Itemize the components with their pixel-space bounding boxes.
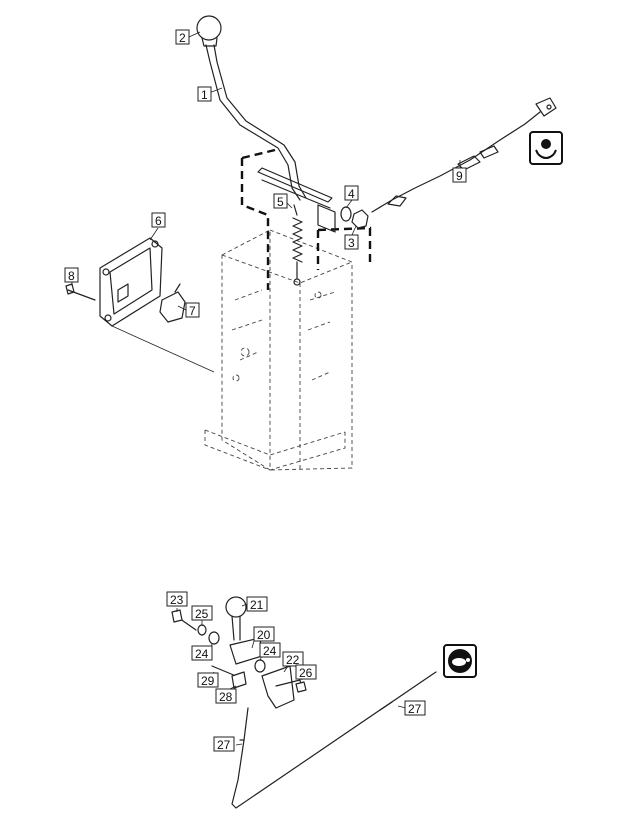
- callout-29: 29: [197, 672, 219, 688]
- callout-3: 3: [344, 234, 359, 250]
- callout-26: 26: [295, 664, 317, 680]
- svg-text:23: 23: [170, 593, 184, 607]
- svg-text:28: 28: [219, 690, 233, 704]
- shift-cable: [371, 97, 557, 213]
- lower-assembly: [171, 596, 437, 809]
- callout-1: 1: [197, 86, 212, 102]
- callout-20: 20: [253, 626, 275, 642]
- bolt: [65, 283, 96, 301]
- svg-text:25: 25: [195, 607, 209, 621]
- svg-text:21: 21: [250, 598, 264, 612]
- callout-2: 2: [175, 29, 190, 45]
- control-rod: [231, 675, 431, 809]
- upper-assembly: [65, 15, 557, 471]
- svg-text:29: 29: [201, 674, 215, 688]
- callout-27b: 27: [404, 700, 426, 716]
- bracket: [261, 665, 295, 709]
- callout-7: 7: [185, 302, 200, 318]
- callout-27a: 27: [213, 736, 235, 752]
- svg-text:9: 9: [456, 169, 463, 183]
- callout-4: 4: [344, 185, 359, 201]
- housing-phantom: [204, 229, 353, 471]
- callout-6: 6: [151, 212, 166, 228]
- callout-5: 5: [273, 193, 288, 209]
- svg-text:8: 8: [68, 269, 75, 283]
- svg-text:2: 2: [179, 31, 186, 45]
- svg-text:24: 24: [195, 647, 209, 661]
- bracket-outline: [240, 148, 372, 290]
- callout-8: 8: [64, 267, 79, 283]
- svg-text:20: 20: [257, 628, 271, 642]
- spring: [292, 204, 303, 286]
- callout-22: 22: [282, 651, 304, 667]
- shift-lever: [205, 44, 336, 233]
- svg-text:5: 5: [277, 195, 284, 209]
- svg-text:6: 6: [155, 214, 162, 228]
- svg-text:27: 27: [217, 738, 231, 752]
- steering-rotate-icon: [529, 131, 563, 165]
- svg-text:1: 1: [201, 88, 208, 102]
- washer-nut: [340, 206, 369, 229]
- lever-knob: [196, 15, 222, 47]
- callout-9: 9: [452, 167, 467, 183]
- svg-text:4: 4: [348, 187, 355, 201]
- svg-text:26: 26: [299, 666, 313, 680]
- svg-text:7: 7: [189, 304, 196, 318]
- callout-28: 28: [215, 688, 237, 704]
- svg-text:22: 22: [286, 653, 300, 667]
- callout-24b: 24: [259, 642, 281, 658]
- lower-knob: [225, 596, 247, 618]
- callout-23: 23: [166, 591, 188, 607]
- svg-text:24: 24: [263, 644, 277, 658]
- svg-text:27: 27: [408, 702, 422, 716]
- svg-text:3: 3: [348, 236, 355, 250]
- mount-plate: [99, 237, 163, 327]
- turtle-speed-icon: [443, 644, 477, 678]
- switch: [159, 283, 186, 323]
- callout-24a: 24: [191, 645, 213, 661]
- callout-21: 21: [246, 596, 268, 612]
- callout-25: 25: [191, 605, 213, 621]
